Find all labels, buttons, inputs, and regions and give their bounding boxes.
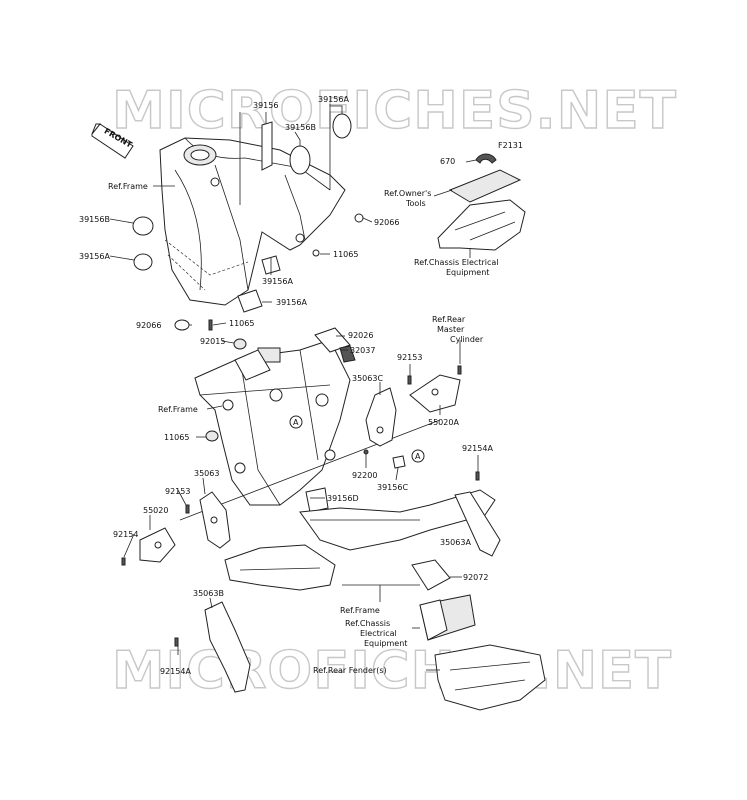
label-11065-right: 11065 xyxy=(333,250,358,259)
callout-a-1: A xyxy=(289,415,303,429)
label-39156a-mid: 39156A xyxy=(262,277,293,286)
frame-pads-upper xyxy=(132,113,364,331)
label-32037: 32037 xyxy=(350,346,375,355)
bracket-35063b xyxy=(174,597,251,693)
label-ref-chassis-top-2: Equipment xyxy=(446,268,489,277)
frame-middle xyxy=(179,327,441,521)
step-bracket-right xyxy=(363,340,462,481)
label-ref-owners-2: Tools xyxy=(405,199,426,208)
label-ref-chassis-bot-3: Equipment xyxy=(364,639,407,648)
label-35063c: 35063C xyxy=(352,374,383,383)
label-11065-left: 11065 xyxy=(164,433,189,442)
label-39156d: 39156D xyxy=(327,494,359,503)
label-39156b-left: 39156B xyxy=(79,215,110,224)
watermark-bottom: MICROFICHES.NET xyxy=(112,641,672,701)
label-ref-rear-fender: Ref.Rear Fender(s) xyxy=(313,666,387,675)
label-55020a: 55020A xyxy=(428,418,459,427)
label-92200: 92200 xyxy=(352,471,377,480)
leader-lines-middle xyxy=(196,335,348,438)
step-bracket-left xyxy=(121,477,231,566)
frame-upper xyxy=(159,137,346,306)
subframe-rear xyxy=(224,455,501,591)
label-35063b: 35063B xyxy=(193,589,224,598)
label-ref-chassis-bot-2: Electrical xyxy=(360,629,397,638)
leader-lines-upper xyxy=(109,104,373,326)
label-92072: 92072 xyxy=(463,573,488,582)
owner-tools-group xyxy=(433,153,526,258)
label-39156-top: 39156 xyxy=(253,101,278,110)
label-ref-frame-top: Ref.Frame xyxy=(108,182,148,191)
label-ref-owners-1: Ref.Owner's xyxy=(384,189,431,198)
label-ref-chassis-bot-1: Ref.Chassis xyxy=(345,619,390,628)
label-ref-chassis-top-1: Ref.Chassis Electrical xyxy=(414,258,499,267)
label-11065-mid: 11065 xyxy=(229,319,254,328)
label-ref-frame-mid: Ref.Frame xyxy=(158,405,198,414)
callout-a-2-letter: A xyxy=(415,452,421,461)
callout-a-1-letter: A xyxy=(293,418,299,427)
label-39156c: 39156C xyxy=(377,483,408,492)
diagram-code: F2131 xyxy=(498,141,523,150)
label-92153-right: 92153 xyxy=(397,353,422,362)
label-ref-rear-2: Master xyxy=(437,325,465,334)
label-35063: 35063 xyxy=(194,469,219,478)
label-39156a-left: 39156A xyxy=(79,252,110,261)
label-35063a: 35063A xyxy=(440,538,471,547)
part-labels: 39156 39156A 39156B Ref.Frame 39156B 391… xyxy=(79,95,499,676)
label-39156b-top: 39156B xyxy=(285,123,316,132)
label-92154a-left: 92154A xyxy=(160,667,191,676)
label-92066-left: 92066 xyxy=(136,321,161,330)
label-92026: 92026 xyxy=(348,331,373,340)
label-92153-left: 92153 xyxy=(165,487,190,496)
label-92154a-right: 92154A xyxy=(462,444,493,453)
label-ref-rear-3: Cylinder xyxy=(450,335,484,344)
label-55020: 55020 xyxy=(143,506,168,515)
label-92015: 92015 xyxy=(200,337,225,346)
label-ref-rear-1: Ref.Rear xyxy=(432,315,466,324)
label-ref-frame-bot: Ref.Frame xyxy=(340,606,380,615)
label-92066-right: 92066 xyxy=(374,218,399,227)
label-39156a-low: 39156A xyxy=(276,298,307,307)
callout-a-2: A xyxy=(411,449,425,463)
label-39156a-top: 39156A xyxy=(318,95,349,104)
label-92154: 92154 xyxy=(113,530,138,539)
battery-fender-group xyxy=(310,497,546,711)
label-670: 670 xyxy=(440,157,455,166)
watermark-top: MICROFICHES.NET xyxy=(112,81,677,141)
